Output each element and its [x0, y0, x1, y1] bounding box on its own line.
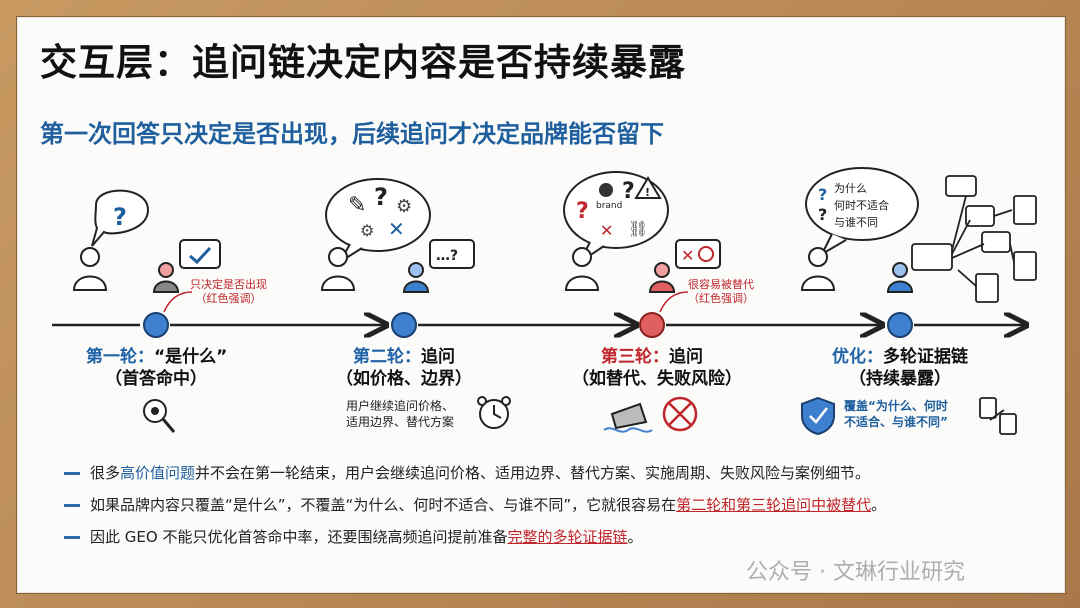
svg-text:✕: ✕ [681, 246, 694, 265]
stage3-note-line2: （红色强调） [688, 292, 754, 305]
bullet-3: 因此 GEO 不能只优化首答命中率，还要围绕高频追问提前准备完整的多轮证据链。 [64, 526, 642, 547]
stage1-sub: （首答命中） [105, 369, 207, 389]
svg-text:⚙: ⚙ [360, 221, 374, 240]
stage1-check-bubble-icon [179, 239, 221, 269]
stage4-brand-user-icon [886, 262, 914, 293]
svg-text:?: ? [113, 203, 127, 231]
svg-text:?: ? [374, 183, 388, 211]
whiteboard [16, 16, 1066, 594]
shield-check-icon [801, 396, 835, 436]
svg-text:?: ? [576, 199, 589, 224]
watermark: 公众号 · 文琳行业研究 [746, 560, 965, 585]
stage1-note-line2: （红色强调） [195, 292, 262, 305]
stage3-note: 很容易被替代 （红色强调） [688, 278, 754, 306]
stage3-brand-word: brand [596, 201, 622, 211]
svg-text:✕: ✕ [600, 221, 613, 240]
bullet-3-highlight: 完整的多轮证据链 [507, 528, 628, 546]
stage3-note-connector [659, 291, 689, 313]
sinking-ship-icon [603, 402, 653, 433]
stage4-sub: （持续暴露） [849, 369, 951, 389]
stage4-user-icon [800, 247, 836, 291]
svg-text:!: ! [645, 186, 650, 199]
stage2-head-rest: 追问 [421, 347, 455, 367]
stage1-note: 只决定是否出现 （红色强调） [190, 278, 267, 306]
stage3-head: 第三轮： [601, 347, 669, 367]
stage3-label: 第三轮：追问 （如替代、失败风险） [572, 346, 742, 390]
bullet-dash [64, 472, 80, 475]
stage2-desc-line1: 用户继续追问价格、 [346, 399, 455, 413]
magnifier-icon [143, 399, 176, 433]
svg-text:?: ? [622, 179, 635, 204]
stage4-description: 覆盖“为什么、何时 不适合、与谁不同” [844, 398, 948, 430]
stage2-desc-line2: 适用边界、替代方案 [346, 415, 455, 429]
timeline-node-3 [639, 312, 665, 338]
stage4-bubble-when: 何时不适合 [834, 198, 889, 212]
stage1-head-rest: “是什么” [154, 347, 228, 367]
bullet-2-text-c: 。 [871, 496, 887, 514]
stage4-evidence-chain-icon [911, 175, 1037, 303]
page-title: 交互层：追问链决定内容是否持续暴露 [40, 41, 686, 84]
timeline-node-2 [391, 312, 417, 338]
stage1-head: 第一轮： [86, 347, 154, 367]
stage4-questions-bubble-icon: ? ? [805, 167, 919, 257]
bullet-1-text-c: 并不会在第一轮结束，用户会继续追问价格、适用边界、替代方案、实施周期、失败风险与… [195, 464, 871, 482]
stage2-description: 用户继续追问价格、 适用边界、替代方案 [346, 398, 454, 430]
stage4-head-rest: 多轮证据链 [883, 347, 968, 367]
bullet-1: 很多高价值问题并不会在第一轮结束，用户会继续追问价格、适用边界、替代方案、实施周… [64, 462, 870, 483]
bullet-2-text-a: 如果品牌内容只覆盖“是什么”，不覆盖“为什么、何时不适合、与谁不同”，它就很容易… [90, 496, 677, 514]
stage3-sub: （如替代、失败风险） [572, 369, 742, 389]
timeline-node-1 [143, 312, 169, 338]
stage2-user-icon [320, 247, 356, 291]
stage3-reject-bubble-icon: ✕ [675, 239, 721, 269]
stage1-question-bubble-icon: ? [91, 189, 150, 247]
stage2-label: 第二轮：追问 （如价格、边界） [334, 346, 474, 390]
stage2-sub: （如价格、边界） [336, 369, 472, 389]
bullet-1-highlight: 高价值问题 [120, 464, 196, 482]
bullet-3-text-c: 。 [627, 528, 643, 546]
stage4-head: 优化： [832, 347, 883, 367]
bullet-3-text-a: 因此 GEO 不能只优化首答命中率，还要围绕高频追问提前准备 [90, 528, 508, 546]
bullet-dash [64, 536, 80, 539]
stage1-note-line1: 只决定是否出现 [190, 278, 267, 291]
svg-text:✕: ✕ [388, 217, 405, 241]
timeline-node-4 [887, 312, 913, 338]
bullet-2: 如果品牌内容只覆盖“是什么”，不覆盖“为什么、何时不适合、与谁不同”，它就很容易… [64, 494, 886, 515]
svg-text:?: ? [818, 185, 827, 204]
stage3-user-icon [564, 247, 600, 291]
stage4-desc-line1: 覆盖“为什么、何时 [844, 399, 948, 413]
stage2-dots-bubble-icon: …? [429, 239, 475, 269]
stage3-note-line1: 很容易被替代 [688, 278, 754, 291]
svg-text:⚙: ⚙ [396, 196, 412, 217]
svg-text:⛓: ⛓ [628, 219, 648, 238]
stage4-bubble-who: 与谁不同 [834, 216, 878, 229]
bullet-dash [64, 504, 80, 507]
stage2-brand-user-icon [402, 262, 430, 293]
stage2-head: 第二轮： [353, 347, 421, 367]
bullet-2-highlight: 第二轮和第三轮追问中被替代 [676, 496, 872, 514]
stage3-brand-user-icon [648, 262, 676, 293]
stage1-label: 第一轮：“是什么” （首答命中） [86, 346, 228, 390]
stage4-label: 优化：多轮证据链 （持续暴露） [820, 346, 980, 390]
forbidden-icon [662, 396, 698, 432]
stage1-user-icon [72, 247, 108, 291]
svg-text:✎: ✎ [348, 193, 366, 218]
stage4-desc-line2: 不适合、与谁不同” [844, 415, 948, 429]
page-subtitle: 第一次回答只决定是否出现，后续追问才决定品牌能否留下 [40, 120, 664, 148]
linked-documents-icon [979, 397, 1017, 435]
alarm-clock-icon [477, 396, 511, 429]
stage1-note-connector [163, 291, 193, 313]
svg-text:…?: …? [436, 248, 458, 264]
bullet-1-text-a: 很多 [90, 464, 121, 482]
stage1-brand-user-icon [152, 262, 180, 293]
stage3-head-rest: 追问 [669, 347, 703, 367]
stage4-bubble-why: 为什么 [834, 182, 867, 195]
svg-text:?: ? [818, 205, 827, 224]
